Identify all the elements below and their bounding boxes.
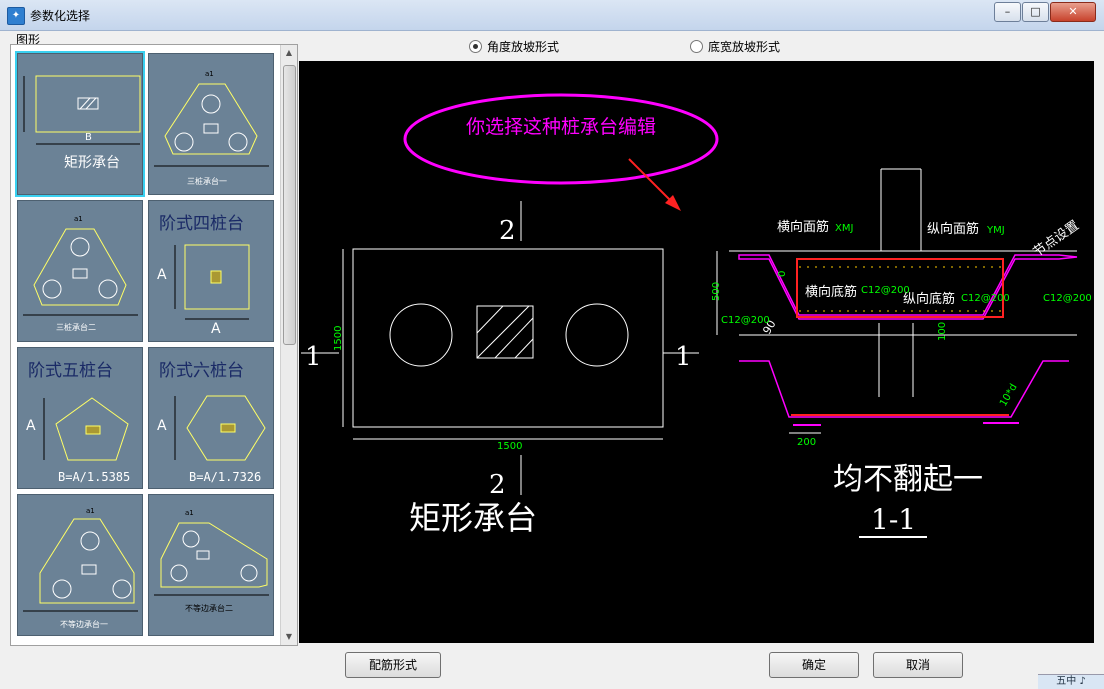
dim-500: 500 [711,282,722,301]
thumb-rect-cap[interactable]: B 矩形承台 [15,51,145,197]
thumb-bottom-label: B [85,132,92,143]
transverse-top-bar: 横向面筋 [777,219,829,235]
thumb-bottom-label: B=A/1.7326 [189,470,262,484]
radio-label: 角度放坡形式 [487,40,560,54]
callout-text: 你选择这种桩承台编辑 [466,116,656,138]
thumb-top-label: a1 [185,509,194,517]
preview-drawing: 你选择这种桩承台编辑 2 1500 1500 1 1 2 矩形承台 50 [301,93,1092,538]
step-four-pile-drawing [174,244,250,320]
unequal-cap-1-drawing [23,518,138,612]
thumb-caption: 矩形承台 [64,155,120,171]
three-pile-1-drawing [154,83,269,167]
left-spec: C12@200 [721,315,770,326]
shapes-scrollbar[interactable]: ▲ ▼ [280,45,297,645]
thumb-three-pile-1[interactable]: a1 三桩承台一 [148,53,274,195]
cancel-button[interactable]: 取消 [873,652,963,678]
dim-0: 0 [777,271,788,277]
shapes-label: 图形 [16,33,41,47]
transverse-bottom-bar: 横向底筋 [805,284,857,300]
thumb-caption: 不等边承台二 [185,604,233,613]
dim-height-text: 1500 [333,326,344,351]
section-left-label: 1 [305,342,322,372]
thumb-top-label: a1 [205,70,214,78]
ime-tray[interactable]: 五中 ♪ [1038,674,1104,689]
thumb-side-label: A [26,418,36,434]
thumb-three-pile-2[interactable]: a1 三桩承台二 [17,200,143,342]
thumb-caption: 三桩承台一 [187,177,227,186]
thumb-bottom-label: B=A/1.5385 [58,470,131,484]
section-top-label: 2 [499,216,516,246]
longitudinal-bottom-bar: 纵向底筋 [903,291,955,307]
thumb-unequal-cap-2[interactable]: a1 不等边承台二 [148,494,274,636]
window-title: 参数化选择 [30,9,91,23]
longitudinal-top-code: YMJ [986,225,1005,236]
column-hatch [476,305,534,359]
radio-bottom-width-slope[interactable]: 底宽放坡形式 [690,38,780,55]
dim-100: 100 [937,322,948,341]
transverse-top-code: XMJ [835,223,853,234]
thumb-side-label: A [157,267,167,283]
close-button[interactable]: ✕ [1050,2,1096,22]
plan-title: 矩形承台 [409,499,537,537]
radio-icon [469,40,482,53]
rebar-cage [796,258,1004,318]
title-bar: ✦ 参数化选择 – □ ✕ [0,0,1104,31]
dim-200: 200 [797,437,816,448]
thumb-step-five-pile[interactable]: 阶式五桩台 A B=A/1.5385 [17,347,143,489]
thumb-caption: 阶式六桩台 [159,361,244,381]
scroll-down-icon[interactable]: ▼ [285,632,293,641]
thumb-step-four-pile[interactable]: 阶式四桩台 A A [148,200,274,342]
side-note: 节点设置 [1031,218,1082,260]
thumb-top-label: a1 [74,215,83,223]
app-icon: ✦ [7,7,25,25]
section-note: 均不翻起一 [833,462,983,497]
preview-canvas: 你选择这种桩承台编辑 2 1500 1500 1 1 2 矩形承台 50 [299,61,1094,643]
thumb-bottom-label: A [211,321,221,337]
pile-right [565,303,629,367]
thumb-caption: 阶式五桩台 [28,361,113,381]
dim-10d: 10*d [998,382,1020,408]
radio-icon [690,40,703,53]
shapes-list: B 矩形承台 a1 三桩承台一 a1 三桩承台二 [10,44,298,646]
step-six-pile-drawing [174,395,266,461]
step-five-pile-drawing [43,397,129,461]
thumb-caption: 三桩承台二 [56,323,96,332]
plan-outline [352,248,664,428]
thumb-step-six-pile[interactable]: 阶式六桩台 A B=A/1.7326 [148,347,274,489]
thumb-caption: 不等边承台一 [60,620,108,629]
three-pile-2-drawing [23,228,138,316]
maximize-button[interactable]: □ [1022,2,1049,22]
section-label: 1-1 [871,503,916,536]
longitudinal-bottom-spec: C12@200 [961,293,1010,304]
scroll-up-icon[interactable]: ▲ [285,48,293,57]
pile-left [389,303,453,367]
callout-arrowhead [665,195,681,211]
radio-angle-slope[interactable]: 角度放坡形式 [469,38,559,55]
longitudinal-top-bar: 纵向面筋 [927,221,979,237]
section-right-label: 1 [675,342,692,372]
ok-button[interactable]: 确定 [769,652,859,678]
section-bottom-label: 2 [489,470,506,500]
thumb-side-label: A [157,418,167,434]
thumb-top-label: a1 [86,507,95,515]
transverse-bottom-spec: C12@200 [861,285,910,296]
right-spec: C12@200 [1043,293,1092,304]
unequal-cap-2-drawing [154,522,269,596]
minimize-button[interactable]: – [994,2,1021,22]
radio-label: 底宽放坡形式 [708,40,781,54]
rect-cap-drawing [23,75,141,145]
callout-ellipse [403,93,719,185]
dim-width-text: 1500 [497,441,522,452]
angle-label: 90 [760,318,778,337]
thumb-caption: 阶式四桩台 [159,214,244,234]
thumb-unequal-cap-1[interactable]: a1 不等边承台一 [17,494,143,636]
rebar-style-button[interactable]: 配筋形式 [345,652,441,678]
scroll-thumb[interactable] [283,65,296,345]
